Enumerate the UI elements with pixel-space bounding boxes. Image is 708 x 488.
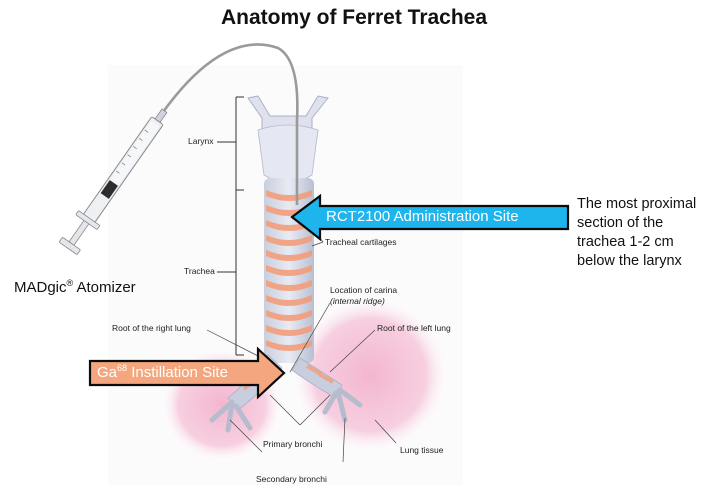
label-carina-location: Location of carina (330, 285, 397, 295)
larynx-body (258, 125, 318, 183)
label-root-left-lung: Root of the left lung (377, 323, 451, 333)
label-lung-tissue: Lung tissue (400, 445, 443, 455)
site-description-line-1: The most proximal (577, 195, 696, 214)
device-label: MADgic® Atomizer (14, 274, 136, 297)
label-trachea: Trachea (184, 266, 215, 276)
label-primary-bronchi: Primary bronchi (263, 439, 323, 449)
label-secondary-bronchi: Secondary bronchi (256, 474, 327, 484)
label-tracheal-cartilages: Tracheal cartilages (325, 237, 397, 247)
site-description-line-3: trachea 1-2 cm (577, 233, 696, 252)
site-description-line-2: section of the (577, 214, 696, 233)
instill-site-label: Ga68 Instillation Site (97, 363, 228, 381)
site-description-line-4: below the larynx (577, 252, 696, 271)
label-root-right-lung: Root of the right lung (112, 323, 191, 333)
label-carina-ridge: (internal ridge) (330, 296, 385, 306)
label-larynx: Larynx (188, 136, 214, 146)
admin-site-label: RCT2100 Administration Site (326, 208, 519, 225)
site-description: The most proximal section of the trachea… (577, 195, 696, 271)
